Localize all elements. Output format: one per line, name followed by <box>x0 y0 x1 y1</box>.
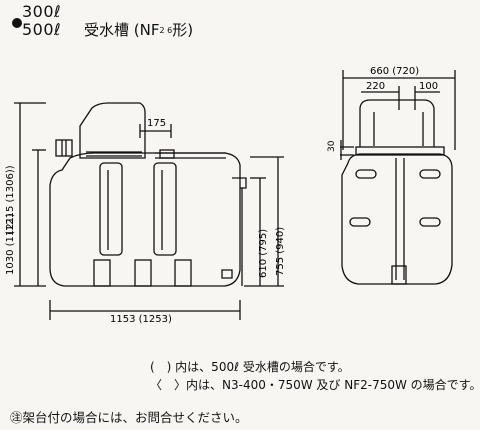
front-foot-3 <box>174 259 192 287</box>
side-handle-1 <box>355 169 377 179</box>
side-handle-3 <box>349 217 371 227</box>
side-top-band <box>355 146 445 156</box>
dim-610: 610 (795) <box>258 229 269 278</box>
front-tank-lid <box>79 102 146 159</box>
note-parentheses: ( ) 内は、500ℓ 受水槽の場合です。 <box>150 360 350 374</box>
dim-1215: (1215 (1306)) <box>5 165 16 235</box>
side-handle-4 <box>419 217 441 227</box>
dim-220: 220 <box>366 81 385 92</box>
front-rib-2 <box>153 162 177 256</box>
front-vent <box>159 149 175 159</box>
dim-100: 100 <box>419 81 438 92</box>
front-drain <box>221 269 233 279</box>
tank-type-sub: 2 6 <box>159 26 173 35</box>
dim-755: 755 (940) <box>275 227 286 276</box>
side-tank-lid <box>359 99 435 147</box>
dim-1030: 1030 (1121) <box>5 213 16 275</box>
note-caution: ㊟架台付の場合には、お問合せください。 <box>10 410 248 425</box>
dim-175: 175 <box>147 118 166 129</box>
dim-30: 30 <box>327 140 337 152</box>
front-rib-1 <box>99 162 123 256</box>
note-angle-brackets: 〈 〉内は、N3-400・750W 及び NF2-750W の場合です。 <box>150 378 480 392</box>
front-inlet-pipe <box>55 139 73 157</box>
side-foot <box>391 265 407 285</box>
capacity-300: 300ℓ <box>22 2 62 21</box>
tank-type-tail: 形) <box>172 21 194 39</box>
dim-660: 660 (720) <box>370 66 419 77</box>
capacity-500: 500ℓ <box>22 20 62 39</box>
side-handle-2 <box>419 169 441 179</box>
front-tank-body <box>49 152 241 287</box>
tank-type-label: 受水槽 (NF2 6形) <box>84 19 193 40</box>
front-foot-1 <box>93 259 111 287</box>
front-outlet <box>232 177 247 189</box>
side-tank-body <box>341 153 453 285</box>
dim-1153: 1153 (1253) <box>110 314 172 325</box>
bullet-dot <box>12 18 22 28</box>
tank-type-text: 受水槽 (NF <box>84 21 160 39</box>
front-foot-2 <box>134 259 152 287</box>
